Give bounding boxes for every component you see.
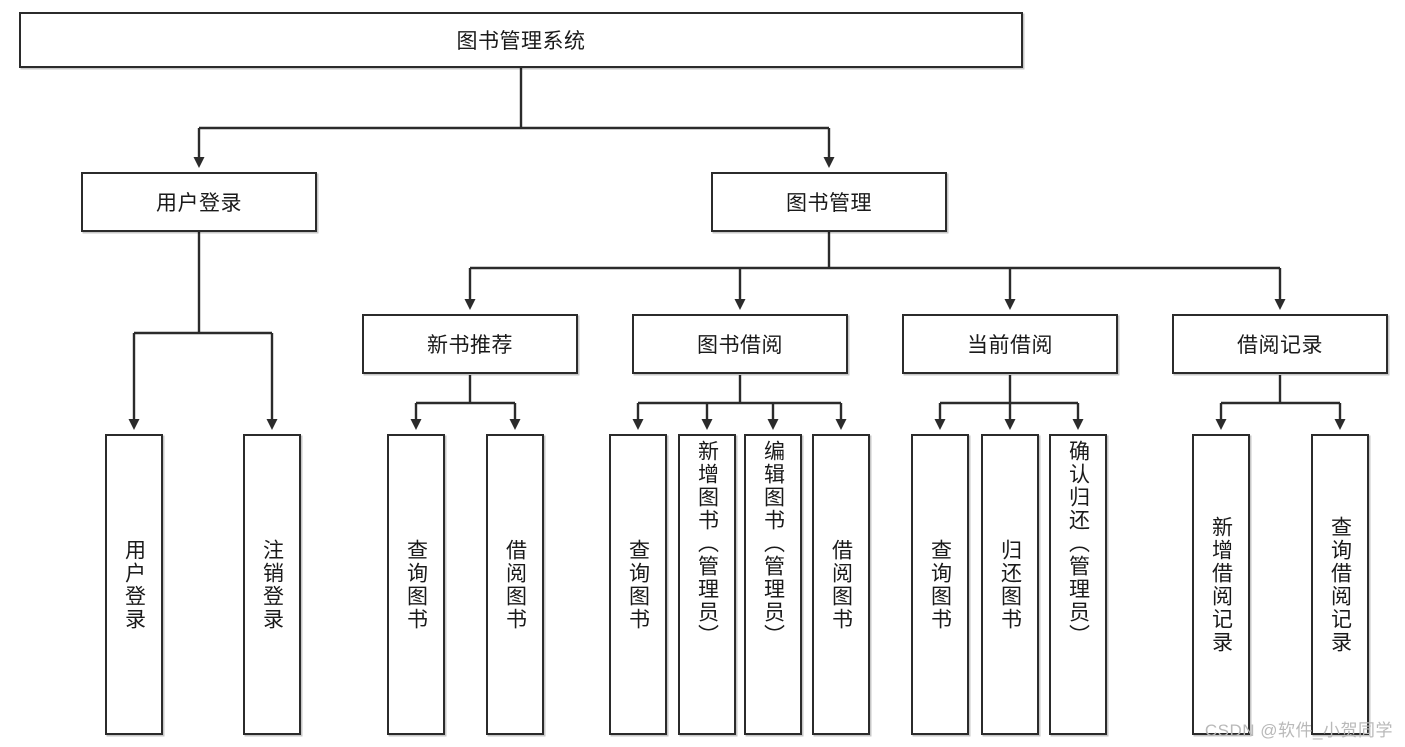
node-user-login[interactable]: 用户登录 (81, 172, 317, 232)
leaf-add-book-admin-label: 新增图书（管理员） (695, 440, 719, 647)
watermark: CSDN @软件_小贺同学 (1204, 721, 1393, 740)
node-root[interactable]: 图书管理系统 (19, 12, 1023, 68)
leaf-borrow-book-newbook[interactable]: 借阅图书 (486, 434, 544, 735)
leaf-user-login-label: 用户登录 (122, 538, 146, 631)
leaf-borrow-book[interactable]: 借阅图书 (812, 434, 870, 735)
node-book-manage-label: 图书管理 (786, 192, 872, 215)
leaf-edit-book-admin-label: 编辑图书（管理员） (761, 440, 785, 647)
leaf-return-book-label: 归还图书 (998, 538, 1022, 631)
node-current-borrow[interactable]: 当前借阅 (902, 314, 1118, 374)
leaf-edit-book-admin[interactable]: 编辑图书（管理员） (744, 434, 802, 735)
leaf-query-borrow-record-label: 查询借阅记录 (1328, 515, 1352, 654)
node-user-login-label: 用户登录 (156, 192, 242, 215)
node-current-borrow-label: 当前借阅 (967, 334, 1053, 357)
leaf-user-login[interactable]: 用户登录 (105, 434, 163, 735)
node-book-borrow-label: 图书借阅 (697, 334, 783, 357)
leaf-query-book-current-label: 查询图书 (928, 538, 952, 631)
node-new-book-recommend[interactable]: 新书推荐 (362, 314, 578, 374)
node-book-manage[interactable]: 图书管理 (711, 172, 947, 232)
leaf-confirm-return-admin[interactable]: 确认归还（管理员） (1049, 434, 1107, 735)
node-root-label: 图书管理系统 (456, 30, 586, 53)
leaf-borrow-book-newbook-label: 借阅图书 (503, 538, 527, 631)
leaf-logout-label: 注销登录 (260, 538, 284, 631)
leaf-add-book-admin[interactable]: 新增图书（管理员） (678, 434, 736, 735)
leaf-query-book-borrow[interactable]: 查询图书 (609, 434, 667, 735)
leaf-borrow-book-label: 借阅图书 (829, 538, 853, 631)
leaf-query-book-newbook-label: 查询图书 (404, 538, 428, 631)
leaf-query-borrow-record[interactable]: 查询借阅记录 (1311, 434, 1369, 735)
leaf-logout[interactable]: 注销登录 (243, 434, 301, 735)
node-book-borrow[interactable]: 图书借阅 (632, 314, 848, 374)
leaf-add-borrow-record-label: 新增借阅记录 (1209, 515, 1233, 654)
node-borrow-record-label: 借阅记录 (1237, 334, 1323, 357)
leaf-add-borrow-record[interactable]: 新增借阅记录 (1192, 434, 1250, 735)
leaf-confirm-return-admin-label: 确认归还（管理员） (1066, 440, 1090, 647)
leaf-return-book[interactable]: 归还图书 (981, 434, 1039, 735)
node-borrow-record[interactable]: 借阅记录 (1172, 314, 1388, 374)
leaf-query-book-newbook[interactable]: 查询图书 (387, 434, 445, 735)
leaf-query-book-current[interactable]: 查询图书 (911, 434, 969, 735)
leaf-query-book-borrow-label: 查询图书 (626, 538, 650, 631)
node-new-book-recommend-label: 新书推荐 (427, 334, 513, 357)
